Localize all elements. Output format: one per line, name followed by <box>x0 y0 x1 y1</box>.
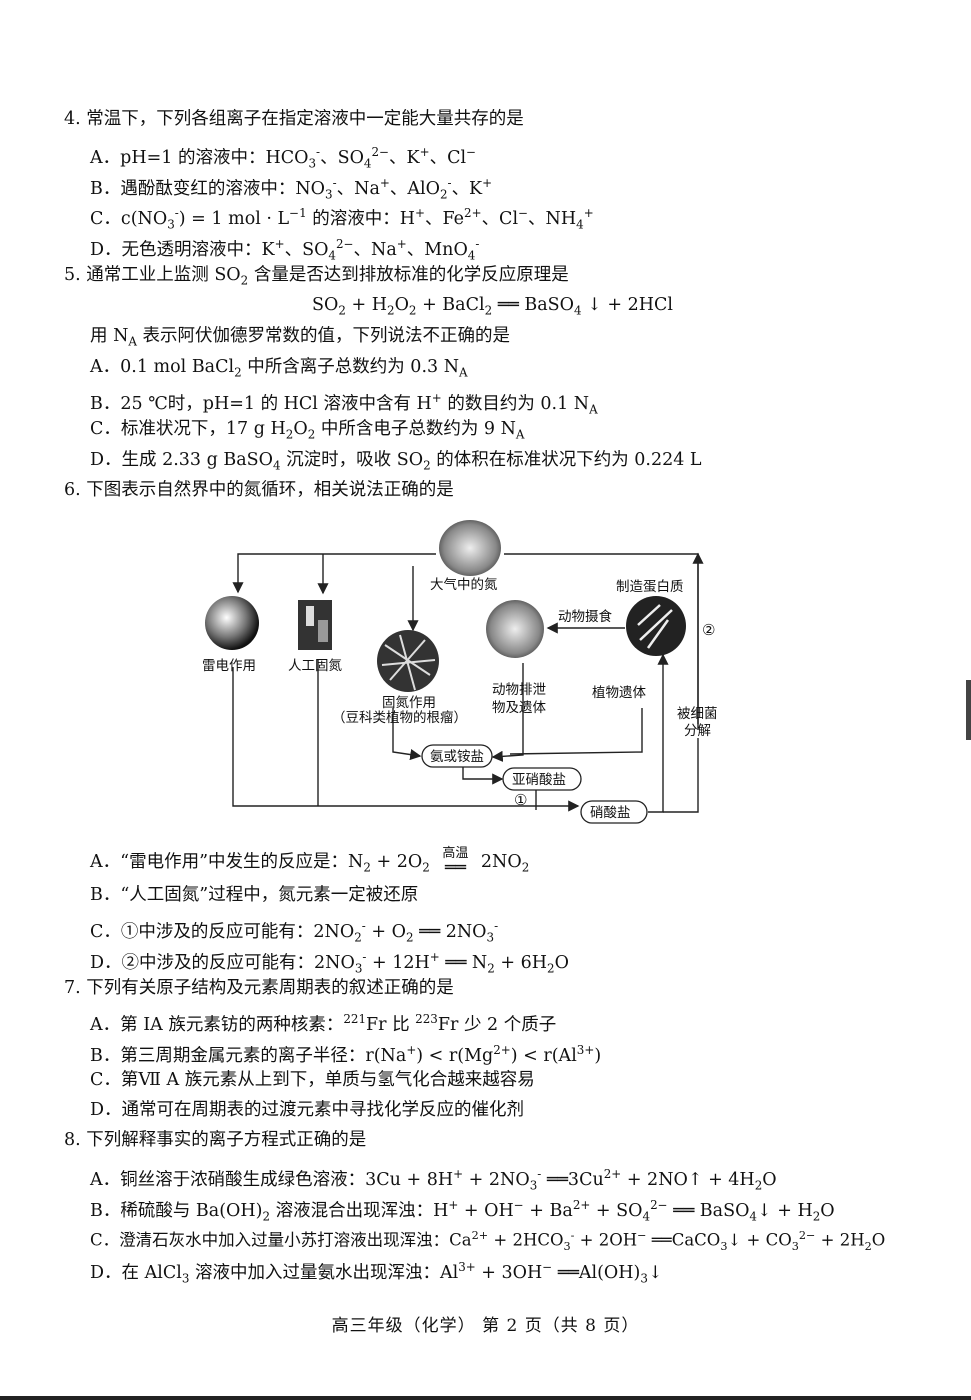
factory-picture <box>298 600 332 650</box>
q7-option-b: B．第三周期金属元素的离子半径：r(Na+) < r(Mg2+) < r(Al3… <box>90 1043 602 1066</box>
label-plant-remains: 植物遗体 <box>592 685 646 701</box>
label-mark-2: ② <box>702 621 715 639</box>
q4-option-c: C．c(NO3-) = 1 mol · L−1 的溶液中：H+、Fe2+、Cl−… <box>90 206 594 232</box>
q5-equation: SO2 + H2O2 + BaCl2 ══ BaSO4 ↓ + 2HCl <box>312 295 673 318</box>
ammonia-box <box>421 744 493 768</box>
label-animal-eat: 动物摄食 <box>558 608 612 625</box>
nitrogen-cycle-diagram: 大气中的氮 雷电作用 人工固氮 固氮作用 （豆科类植物的根瘤） 动物排泄 物及遗… <box>202 520 718 824</box>
label-protein: 制造蛋白质 <box>616 579 684 595</box>
plant-protein-picture <box>626 596 686 656</box>
animal-picture <box>486 600 544 658</box>
label-animal-waste-1: 动物排泄 <box>492 682 546 698</box>
q6-option-c: C．①中涉及的反应可能有：2NO2- + O2 ══ 2NO3- <box>90 919 499 945</box>
q8-stem: 8. 下列解释事实的离子方程式正确的是 <box>64 1130 367 1150</box>
q7-stem: 7. 下列有关原子结构及元素周期表的叙述正确的是 <box>64 978 454 998</box>
q8-option-b: B．稀硫酸与 Ba(OH)2 溶液混合出现浑浊：H+ + OH− + Ba2+ … <box>90 1198 835 1224</box>
q7-option-a: A．第 IA 族元素钫的两种核素：221Fr 比 223Fr 少 2 个质子 <box>90 1012 557 1035</box>
q5-option-a: A．0.1 mol BaCl2 中所含离子总数约为 0.3 NA <box>90 357 468 380</box>
label-artificial: 人工固氮 <box>288 658 342 674</box>
q4-option-a: A．pH=1 的溶液中：HCO3-、SO42−、K+、Cl− <box>90 145 477 171</box>
label-lightning: 雷电作用 <box>202 658 256 674</box>
nitrate-box <box>580 800 648 824</box>
label-nitrite: 亚硝酸盐 <box>512 772 566 788</box>
q5-substem: 用 NA 表示阿伏伽德罗常数的值，下列说法不正确的是 <box>90 326 511 349</box>
q5-option-d: D．生成 2.33 g BaSO4 沉淀时，吸收 SO2 的体积在标准状况下约为… <box>90 450 702 473</box>
q8-option-d: D．在 AlCl3 溶液中加入过量氨水出现浑浊：Al3+ + 3OH− ══Al… <box>90 1260 663 1286</box>
q4-option-b: B．遇酚酞变红的溶液中：NO3-、Na+、AlO2-、K+ <box>90 176 493 202</box>
q5-option-c: C．标准状况下，17 g H2O2 中所含电子总数约为 9 NA <box>90 419 525 442</box>
q6-option-d: D．②中涉及的反应可能有：2NO3- + 12H+ ══ N2 + 6H2O <box>90 950 569 976</box>
q6-option-b: B．“人工固氮”过程中，氮元素一定被还原 <box>90 885 419 905</box>
q8-option-c: C．澄清石灰水中加入过量小苏打溶液出现浑浊：Ca2+ + 2HCO3- + 2O… <box>90 1229 886 1253</box>
label-bacteria-2: 分解 <box>684 723 711 739</box>
label-nitrate: 硝酸盐 <box>590 805 631 821</box>
page-footer: 高三年级（化学） 第 2 页（共 8 页） <box>331 1316 640 1336</box>
q5-option-b: B．25 ℃时，pH=1 的 HCl 溶液中含有 H+ 的数目约为 0.1 NA <box>90 391 598 417</box>
label-ammonia: 氨或铵盐 <box>430 749 484 765</box>
label-animal-waste-2: 物及遗体 <box>492 700 546 716</box>
scan-edge <box>0 1396 971 1400</box>
q8-option-a: A．铜丝溶于浓硝酸生成绿色溶液：3Cu + 8H+ + 2NO3- ══3Cu2… <box>90 1167 777 1193</box>
q6-stem: 6. 下图表示自然界中的氮循环，相关说法正确的是 <box>64 480 454 500</box>
nitrite-box <box>502 767 582 791</box>
root-nodule-picture <box>377 630 439 692</box>
label-atmosphere: 大气中的氮 <box>430 577 498 593</box>
q7-option-d: D．通常可在周期表的过渡元素中寻找化学反应的催化剂 <box>90 1100 525 1120</box>
scan-edge-right <box>966 680 971 740</box>
label-mark-1: ① <box>514 791 527 809</box>
lightning-picture <box>205 596 259 650</box>
label-fixation: 固氮作用 <box>382 695 436 711</box>
q6-option-a: A．“雷电作用”中发生的反应是：N2 + 2O2 高温══ 2NO2 <box>90 845 530 878</box>
q5-stem: 5. 通常工业上监测 SO2 含量是否达到排放标准的化学反应原理是 <box>64 265 569 288</box>
label-bacteria-1: 被细菌 <box>677 706 718 722</box>
label-fixation-note: （豆科类植物的根瘤） <box>332 709 467 726</box>
atmosphere-picture <box>439 520 501 576</box>
q4-option-d: D．无色透明溶液中：K+、SO42−、Na+、MnO4- <box>90 237 480 263</box>
q4-stem: 4. 常温下，下列各组离子在指定溶液中一定能大量共存的是 <box>64 109 524 129</box>
q7-option-c: C．第Ⅶ A 族元素从上到下，单质与氢气化合越来越容易 <box>90 1070 535 1090</box>
